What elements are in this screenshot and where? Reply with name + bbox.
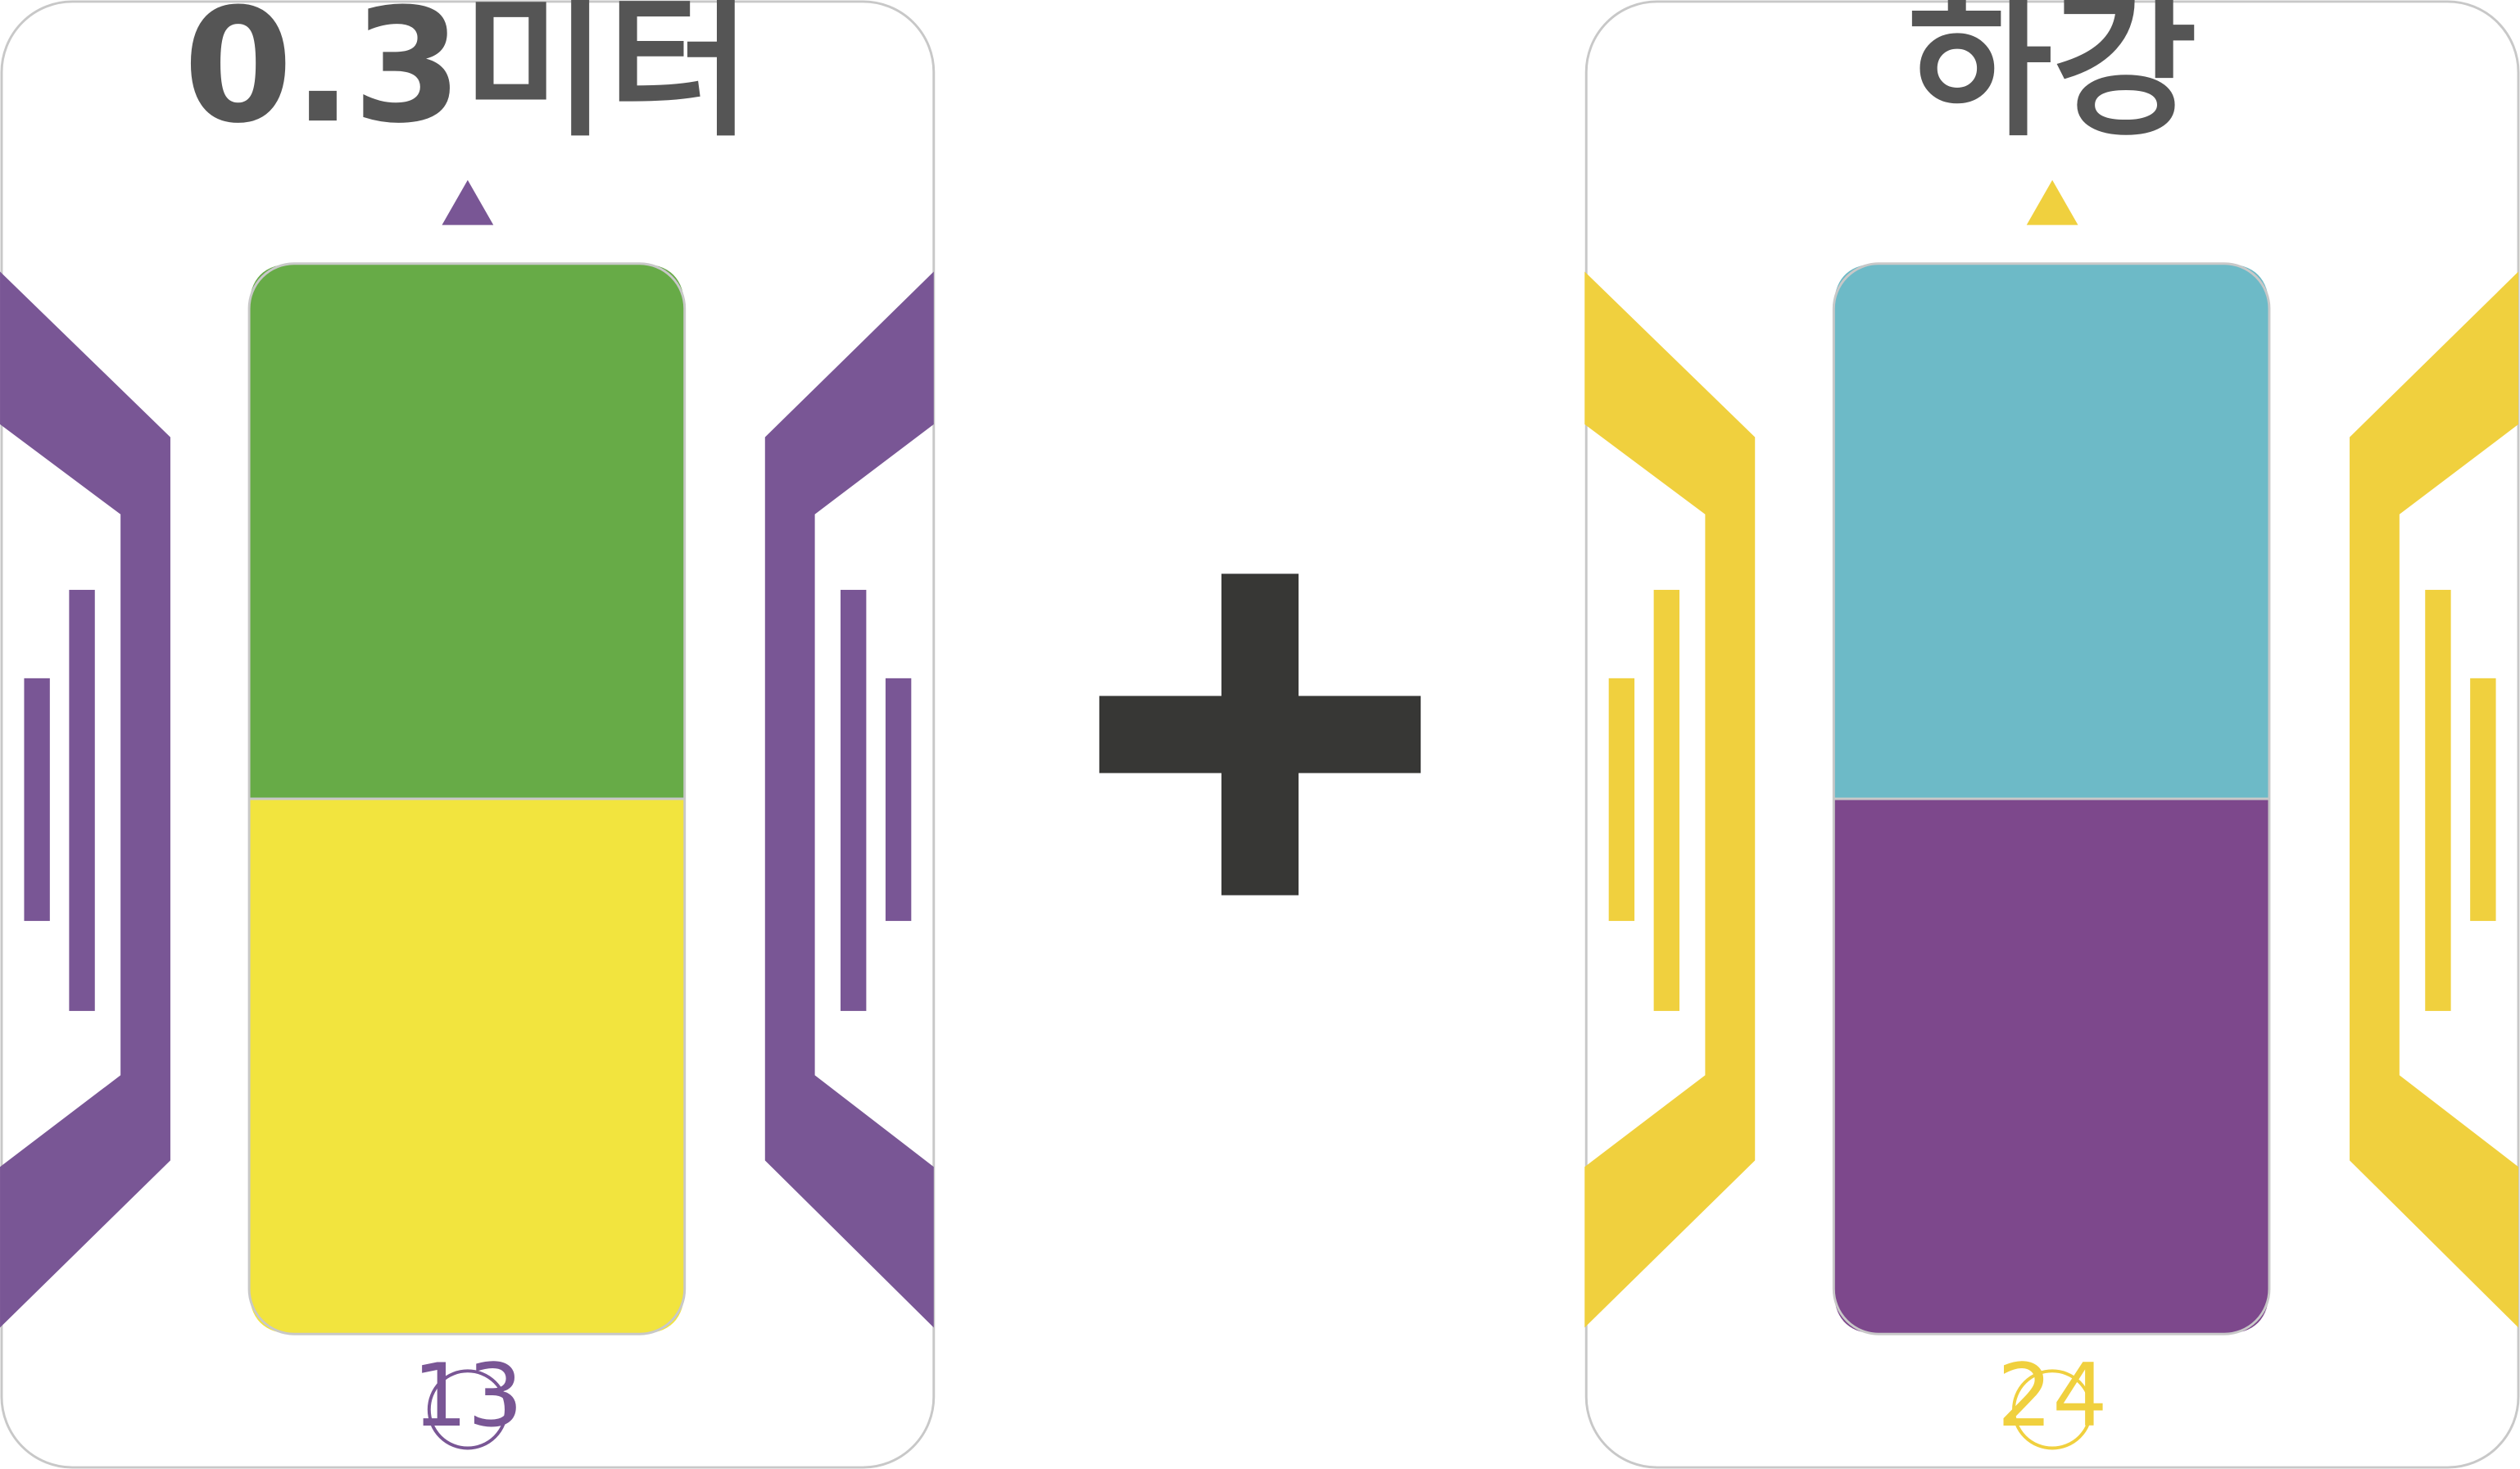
panel-top-color [1833, 263, 2269, 799]
panel-bottom-color [249, 798, 685, 1335]
bar-decoration [1653, 589, 1680, 1011]
card-number-badge: 13 [412, 1345, 523, 1450]
circled-number-icon [2012, 1369, 2093, 1450]
card-number-badge: 24 [1997, 1345, 2108, 1450]
plus-icon [1099, 574, 1421, 895]
bar-decoration [2470, 678, 2496, 922]
triangle-up-icon [442, 179, 494, 225]
triangle-up-icon [2026, 179, 2078, 225]
card-title: 0.3미터 [184, 0, 752, 158]
bar-decoration [1608, 678, 1635, 922]
bar-decoration [2425, 589, 2451, 1011]
card-number: 13 [412, 1345, 523, 1446]
panel-top-color [249, 263, 685, 799]
card-left[interactable]: 0.3미터 13 [0, 0, 936, 1469]
color-panel [1832, 262, 2271, 1335]
circled-number-icon [427, 1369, 508, 1450]
color-panel [247, 262, 687, 1335]
bar-decoration [24, 678, 50, 922]
bar-decoration [885, 678, 912, 922]
bar-decoration [69, 589, 95, 1011]
bracket-decoration [1584, 271, 1756, 1328]
bar-decoration [840, 589, 867, 1011]
bracket-decoration [764, 271, 934, 1328]
card-number: 24 [1997, 1345, 2108, 1446]
card-right[interactable]: 하강 24 [1584, 0, 2520, 1469]
bracket-decoration [2350, 271, 2519, 1328]
panel-bottom-color [1833, 798, 2269, 1335]
bracket-decoration [0, 271, 170, 1328]
card-title: 하강 [1907, 0, 2197, 158]
